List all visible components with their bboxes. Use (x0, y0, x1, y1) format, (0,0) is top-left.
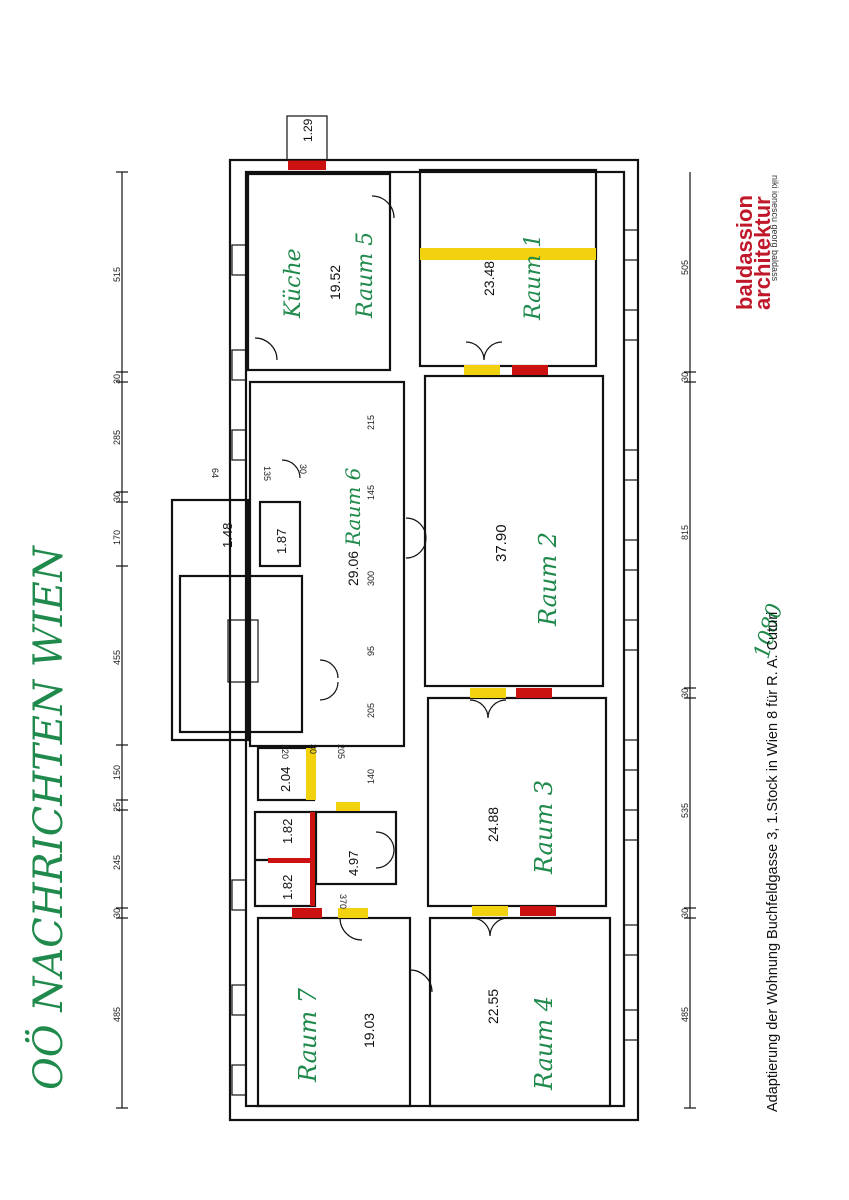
dim-left-6: 170 (112, 530, 122, 545)
box-129 (286, 115, 328, 161)
dim-left-10: 515 (112, 267, 122, 282)
dim-right-6: 505 (680, 260, 690, 275)
area-raum4: 22.55 (485, 989, 501, 1024)
marker-yellow (464, 365, 500, 375)
marker-red (288, 160, 326, 170)
room-label-raum5: Raum 5 (353, 232, 378, 319)
dim-left-5: 455 (112, 650, 122, 665)
dim-left-7: 30 (112, 492, 122, 502)
dim-right-1: 30 (680, 908, 690, 918)
dimension-line-right: 485 30 535 30 815 30 505 (680, 172, 696, 1109)
marker-yellow (472, 906, 508, 916)
windows-left (231, 244, 247, 1096)
handwritten-title: OÖ NACHRICHTEN WIEN (25, 544, 72, 1090)
dim-inner-12: 370 (338, 894, 348, 909)
marker-yellow (420, 248, 596, 260)
logo: baldassion architektur niki ionescu geor… (732, 175, 780, 310)
dim-right-3: 30 (680, 688, 690, 698)
area-wc1: 1.48 (220, 523, 235, 548)
door-swings (254, 195, 509, 993)
area-vorraum: 4.97 (346, 851, 361, 876)
dim-left-0: 485 (112, 1007, 122, 1022)
dim-left-9: 30 (112, 374, 122, 384)
area-raum6: 29.06 (345, 551, 361, 586)
windows-right (623, 229, 639, 1041)
marker-yellow (306, 748, 316, 800)
room-label-raum3: Raum 3 (530, 780, 558, 875)
dim-right-4: 815 (680, 525, 690, 540)
area-bad1: 1.87 (274, 529, 289, 554)
dim-left-3: 25 (112, 802, 122, 812)
plan-caption: Adaptierung der Wohnung Buchfeldgasse 3,… (765, 612, 781, 1112)
area-raum3: 24.88 (485, 807, 501, 842)
room-label-raum6: Raum 6 (341, 467, 365, 547)
room-label-raum7: Raum 7 (294, 987, 322, 1083)
room-label-raum4: Raum 4 (530, 996, 558, 1091)
marker-yellow (336, 802, 360, 811)
dim-right-2: 535 (680, 803, 690, 818)
marker-red (512, 365, 548, 375)
logo-line3: niki ionescu georg baldass (770, 175, 780, 282)
area-kueche: 19.52 (327, 265, 343, 300)
dim-inner-5: 300 (366, 571, 376, 586)
dim-inner-2: 30 (298, 464, 308, 474)
dim-inner-10: 205 (336, 744, 346, 759)
dim-inner-1: 135 (262, 466, 272, 481)
marker-yellow (470, 688, 506, 698)
marker-yellow (338, 908, 368, 918)
area-raum2: 37.90 (493, 524, 510, 562)
area-wc2: 1.82 (280, 819, 295, 844)
dim-inner-11: 140 (366, 769, 376, 784)
dim-inner-8: 120 (280, 744, 290, 759)
dim-inner-0: 64 (210, 468, 220, 478)
marker-red (292, 908, 322, 918)
dim-inner-3: 145 (366, 485, 376, 500)
marker-red (516, 688, 552, 698)
room-label-raum1: Raum 1 (521, 234, 546, 321)
dim-inner-7: 205 (366, 703, 376, 718)
dim-left-2: 245 (112, 855, 122, 870)
room-label-raum2: Raum 2 (534, 532, 562, 627)
room-label-kueche: Küche (281, 248, 306, 319)
dim-left-4: 150 (112, 765, 122, 780)
area-abst: 2.04 (278, 767, 293, 792)
logo-line1: baldassion (732, 195, 757, 310)
dim-left-8: 285 (112, 430, 122, 445)
dimension-line-left: 485 30 245 25 150 455 170 30 285 30 515 (112, 171, 128, 1109)
dim-right-0: 485 (680, 1007, 690, 1022)
area-raum7: 19.03 (361, 1013, 377, 1048)
dim-inner-6: 95 (366, 646, 376, 656)
area-box: 1.29 (301, 118, 315, 142)
dim-right-5: 30 (680, 372, 690, 382)
area-raum1: 23.48 (481, 261, 497, 296)
logo-line2: architektur (750, 196, 775, 310)
marker-red (520, 906, 556, 916)
area-bad2: 1.82 (280, 875, 295, 900)
interior-walls (246, 168, 612, 1108)
markers (268, 160, 596, 918)
marker-red (310, 812, 315, 906)
inner-dimensions: 64 135 30 145 215 300 95 205 120 30 205 … (210, 415, 376, 909)
dim-inner-9: 30 (308, 744, 318, 754)
dim-left-1: 30 (112, 908, 122, 918)
marker-red (268, 858, 312, 863)
dim-inner-4: 215 (366, 415, 376, 430)
